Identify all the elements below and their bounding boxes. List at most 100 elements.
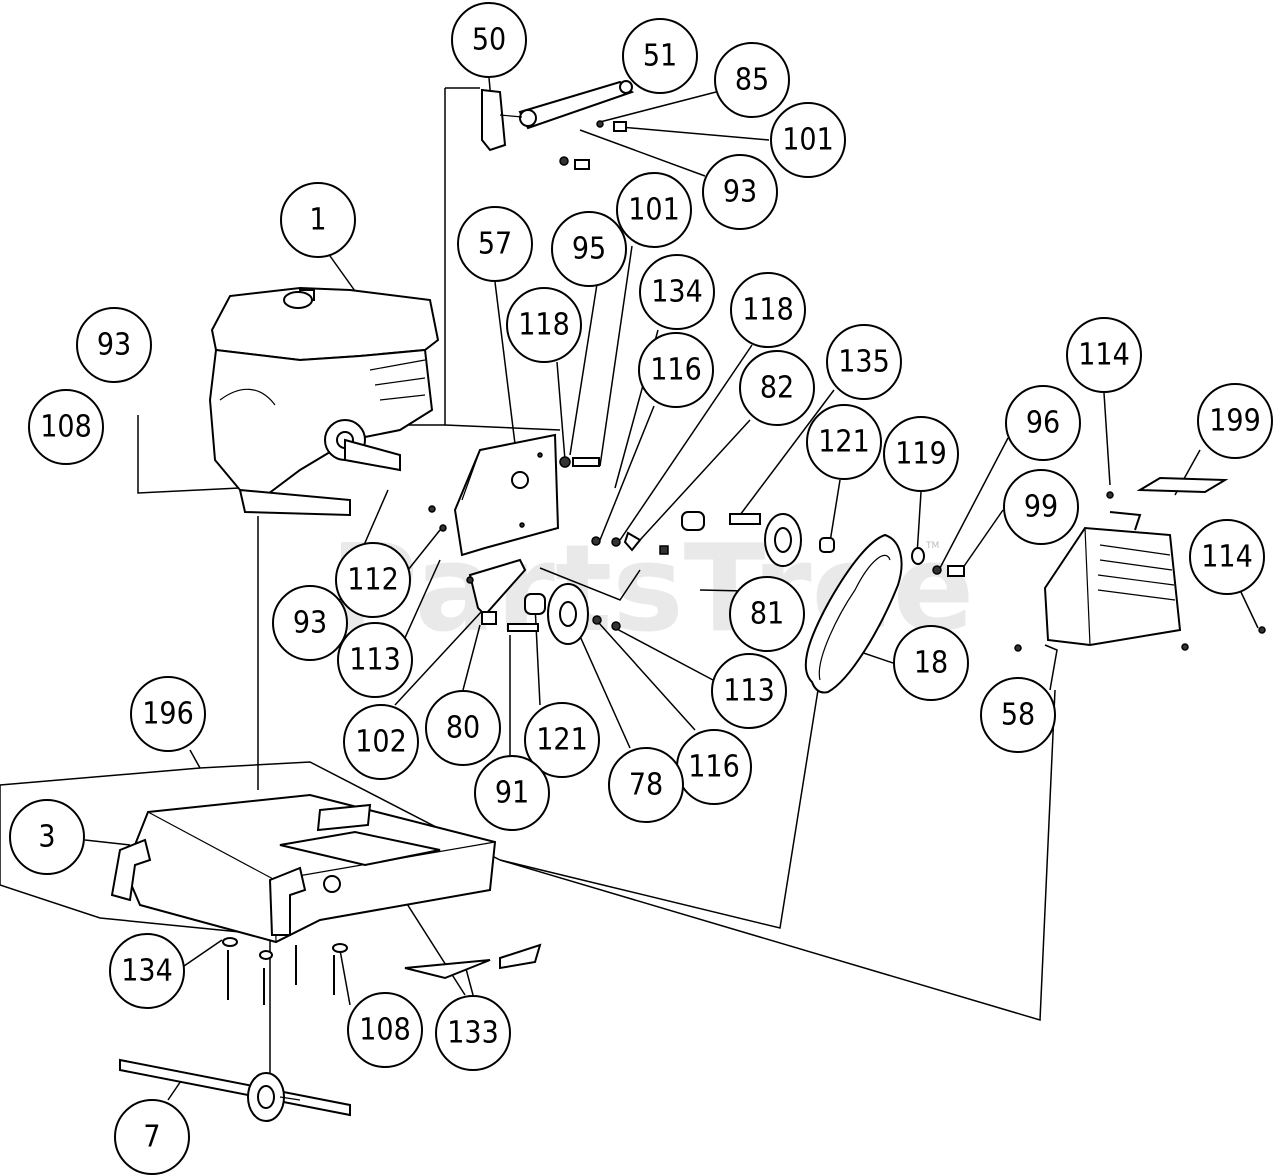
trademark: TM xyxy=(925,541,939,551)
callout-108: 108 xyxy=(347,992,423,1068)
callout-102: 102 xyxy=(343,704,419,780)
callout-108: 108 xyxy=(28,389,104,465)
callout-label: 121 xyxy=(818,425,870,460)
callout-121: 121 xyxy=(524,702,600,778)
callout-label: 135 xyxy=(838,345,890,380)
callout-circle xyxy=(1066,317,1142,393)
callout-57: 57 xyxy=(457,206,533,282)
callout-133: 133 xyxy=(435,995,511,1071)
leader-lines xyxy=(0,77,1259,1101)
callout-label: 112 xyxy=(347,563,399,598)
callout-114: 114 xyxy=(1066,317,1142,393)
callout-label: 113 xyxy=(723,674,775,709)
callout-113: 113 xyxy=(337,622,413,698)
callout-label: 7 xyxy=(143,1120,160,1155)
callout-circle xyxy=(739,350,815,426)
callout-118: 118 xyxy=(506,287,582,363)
callout-80: 80 xyxy=(425,690,501,766)
callout-circle xyxy=(730,272,806,348)
callout-circle xyxy=(28,389,104,465)
callout-circle xyxy=(616,172,692,248)
callout-circle xyxy=(770,102,846,178)
callout-circle xyxy=(639,254,715,330)
callout-85: 85 xyxy=(714,42,790,118)
callout-199: 199 xyxy=(1197,383,1273,459)
callout-93: 93 xyxy=(272,585,348,661)
callout-label: 118 xyxy=(518,308,570,343)
callout-label: 133 xyxy=(447,1016,499,1051)
callout-circle xyxy=(622,18,698,94)
idler-assembly xyxy=(591,511,965,694)
callout-label: 91 xyxy=(495,776,529,811)
callout-116: 116 xyxy=(676,729,752,805)
callout-label: 58 xyxy=(1001,698,1035,733)
callout-label: 85 xyxy=(735,63,769,98)
callout-label: 96 xyxy=(1026,406,1060,441)
belt-cover xyxy=(1014,476,1266,652)
callout-label: 1 xyxy=(309,203,326,238)
callout-3: 3 xyxy=(9,799,85,875)
callout-layer: 50 51 85 101 93 101 95 57 1 134 118 118 116 82 135 93 10… xyxy=(9,2,1273,1175)
callout-58: 58 xyxy=(980,677,1056,753)
callout-label: 196 xyxy=(142,697,194,732)
callout-95: 95 xyxy=(551,211,627,287)
callout-circle xyxy=(337,622,413,698)
callout-113: 113 xyxy=(711,653,787,729)
callout-circle xyxy=(451,2,527,78)
callout-93: 93 xyxy=(76,307,152,383)
callout-91: 91 xyxy=(474,755,550,831)
callout-label: 114 xyxy=(1201,540,1253,575)
callout-label: 108 xyxy=(40,410,92,445)
callout-label: 114 xyxy=(1078,338,1130,373)
callout-135: 135 xyxy=(826,324,902,400)
engine xyxy=(208,286,440,517)
callout-134: 134 xyxy=(109,933,185,1009)
callout-label: 118 xyxy=(742,293,794,328)
callout-99: 99 xyxy=(1003,469,1079,545)
callout-label: 18 xyxy=(914,646,948,681)
callout-circle xyxy=(130,676,206,752)
callout-label: 82 xyxy=(760,371,794,406)
callout-82: 82 xyxy=(739,350,815,426)
callout-label: 57 xyxy=(478,227,512,262)
callout-196: 196 xyxy=(130,676,206,752)
lower-idler xyxy=(466,558,621,645)
callout-label: 121 xyxy=(536,723,588,758)
callout-7: 7 xyxy=(114,1099,190,1175)
axle xyxy=(119,1058,351,1122)
callout-78: 78 xyxy=(608,747,684,823)
callout-50: 50 xyxy=(451,2,527,78)
callout-18: 18 xyxy=(893,625,969,701)
callout-circle xyxy=(551,211,627,287)
callout-101: 101 xyxy=(616,172,692,248)
callout-51: 51 xyxy=(622,18,698,94)
callout-circle xyxy=(826,324,902,400)
callout-circle xyxy=(280,182,356,258)
callout-circle xyxy=(806,404,882,480)
callout-circle xyxy=(1005,385,1081,461)
callout-label: 113 xyxy=(349,643,401,678)
callout-label: 108 xyxy=(359,1013,411,1048)
callout-label: 93 xyxy=(293,606,327,641)
callout-93: 93 xyxy=(702,154,778,230)
callout-label: 95 xyxy=(572,232,606,267)
callout-circle xyxy=(883,416,959,492)
callout-circle xyxy=(435,995,511,1071)
callout-label: 3 xyxy=(38,820,55,855)
callout-134: 134 xyxy=(639,254,715,330)
callout-label: 93 xyxy=(723,175,757,210)
tensioner-arm xyxy=(481,80,635,170)
callout-label: 101 xyxy=(782,123,834,158)
callout-96: 96 xyxy=(1005,385,1081,461)
callout-81: 81 xyxy=(729,576,805,652)
callout-circle xyxy=(506,287,582,363)
callout-label: 93 xyxy=(97,328,131,363)
callout-circle xyxy=(893,625,969,701)
callout-circle xyxy=(109,933,185,1009)
callout-circle xyxy=(9,799,85,875)
callout-circle xyxy=(474,755,550,831)
callout-label: 50 xyxy=(472,23,506,58)
callout-label: 51 xyxy=(643,39,677,74)
engine-mount-bracket xyxy=(428,433,600,557)
callout-101: 101 xyxy=(770,102,846,178)
